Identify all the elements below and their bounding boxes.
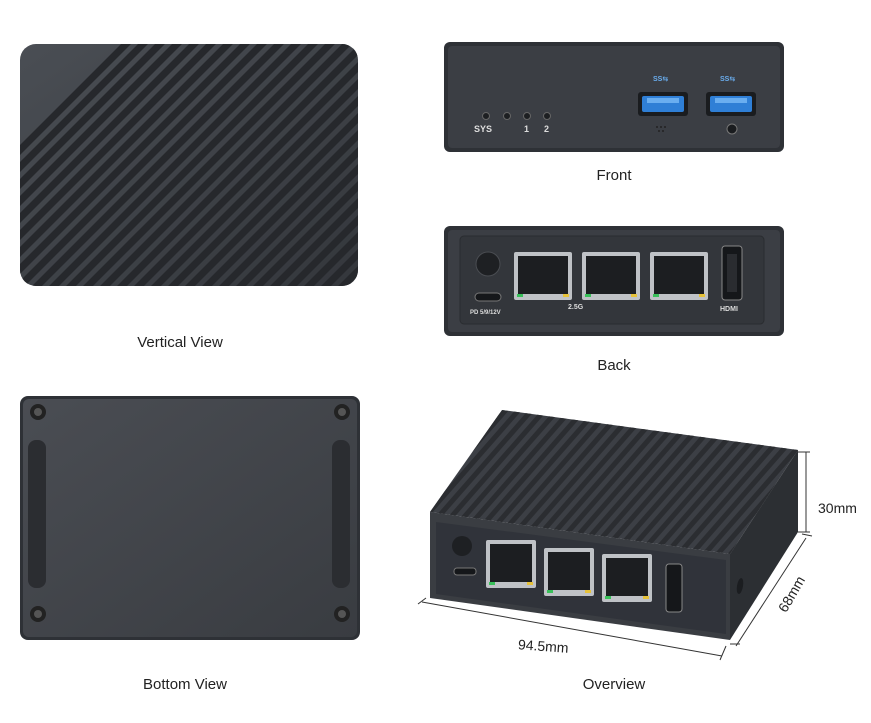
screws bbox=[30, 404, 350, 622]
front-view-image: SYS 1 2 SS⇆ SS⇆ bbox=[444, 42, 784, 152]
caption-vertical-view: Vertical View bbox=[137, 334, 223, 351]
dimension-height: 30mm bbox=[818, 500, 857, 516]
dimension-width: 94.5mm bbox=[517, 636, 570, 656]
caption-front: Front bbox=[596, 167, 632, 184]
usb-port-1 bbox=[638, 92, 688, 116]
hdmi-port bbox=[721, 245, 743, 301]
ethernet-port bbox=[544, 548, 594, 596]
usb-logo-1: SS⇆ bbox=[653, 76, 669, 83]
overview-image: 30mm 94.5mm 68mm bbox=[410, 404, 870, 664]
led-label-sys: SYS bbox=[474, 124, 493, 134]
heatsink-grooves bbox=[20, 44, 358, 286]
back-view-image: PD 5/9/12V 2.5G HDMI bbox=[444, 226, 784, 336]
ethernet-port bbox=[602, 554, 652, 602]
bottom-view-image bbox=[20, 396, 360, 640]
usb-port-2 bbox=[706, 92, 756, 116]
power-label: PD 5/9/12V bbox=[470, 310, 501, 316]
hdmi-label: HDMI bbox=[720, 306, 738, 313]
lan-label: 2.5G bbox=[568, 304, 584, 311]
caption-bottom-view: Bottom View bbox=[143, 676, 227, 693]
led-label-2: 2 bbox=[544, 124, 550, 134]
usb-logo-2: SS⇆ bbox=[720, 76, 736, 83]
status-leds bbox=[482, 112, 551, 120]
ethernet-port bbox=[582, 252, 640, 300]
ethernet-port bbox=[486, 540, 536, 588]
led-label-1: 1 bbox=[524, 124, 530, 134]
caption-back: Back bbox=[597, 357, 631, 374]
vertical-view-image bbox=[18, 42, 360, 288]
ethernet-port bbox=[650, 252, 708, 300]
ethernet-port bbox=[514, 252, 572, 300]
caption-overview: Overview bbox=[582, 676, 646, 693]
